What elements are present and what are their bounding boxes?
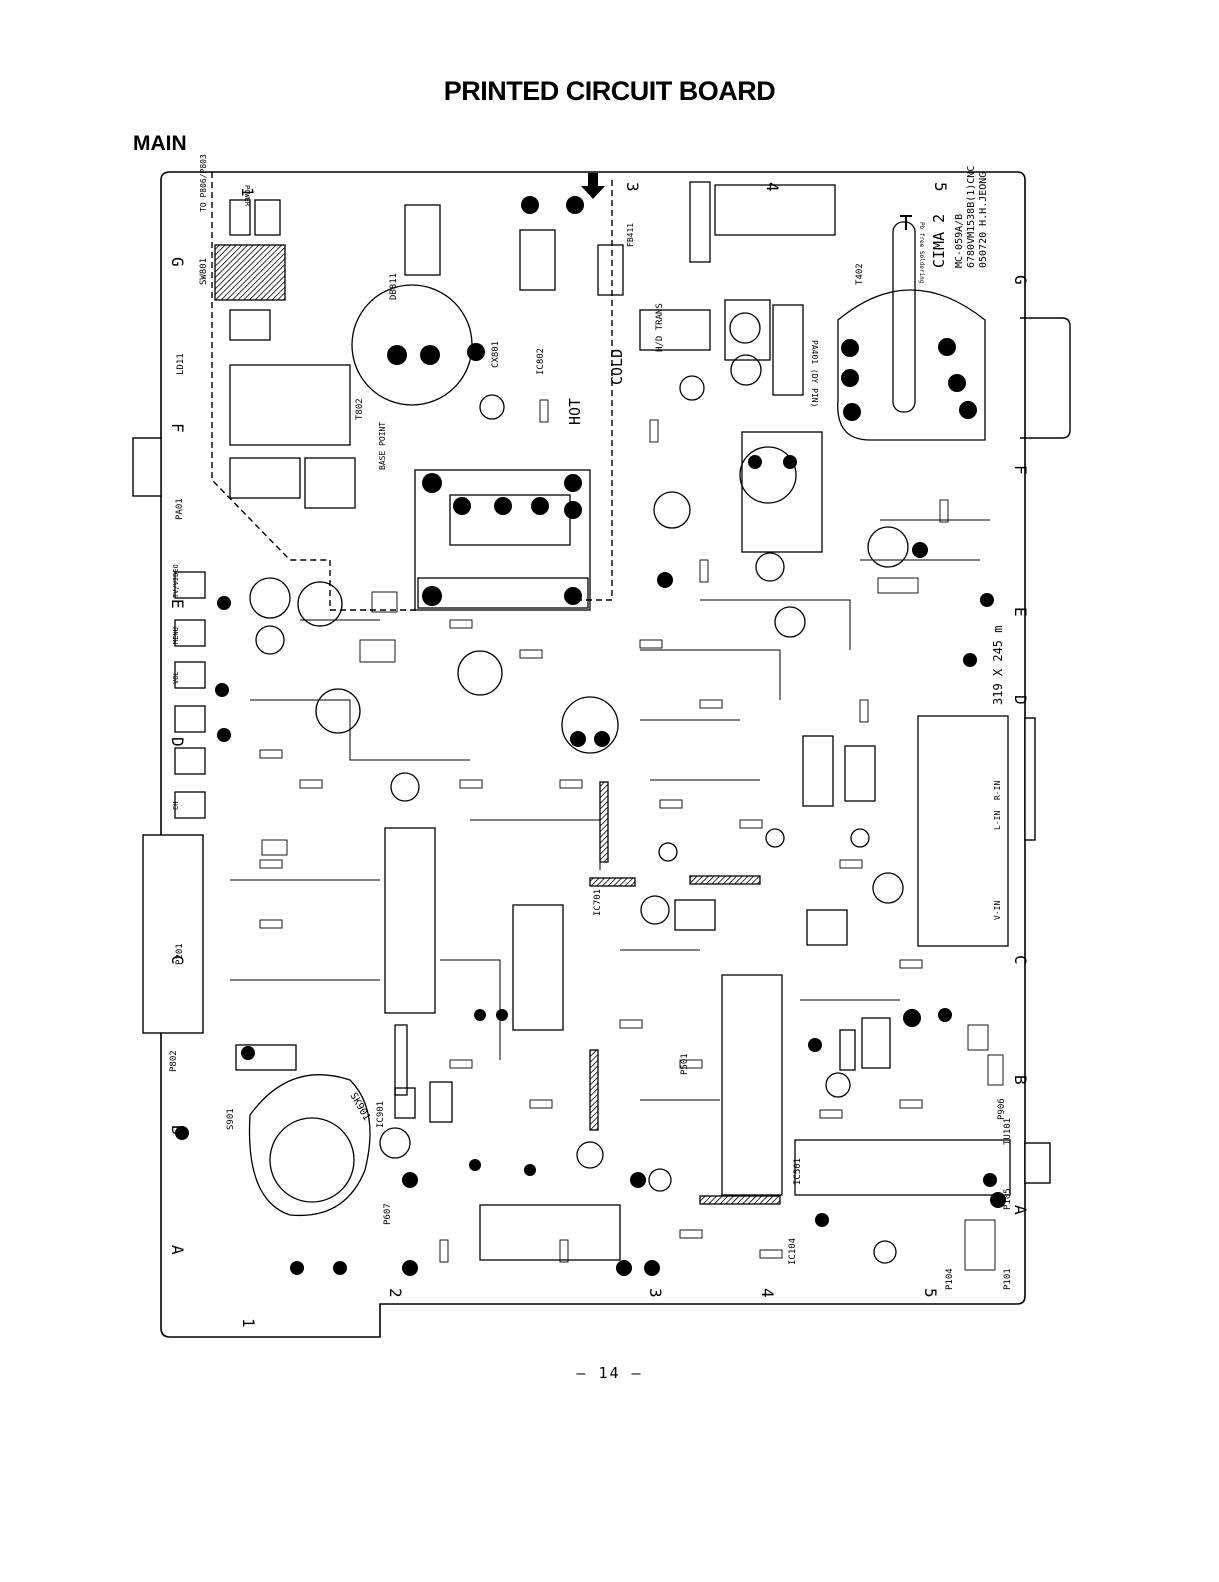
signal-section (384, 715, 1011, 1205)
label-p201: P201 (175, 943, 185, 965)
front-buttons (174, 199, 286, 819)
label-hot: HOT (566, 398, 584, 425)
right-av-jack (1024, 717, 1036, 841)
label-power: POWER (243, 185, 251, 207)
rotary-selector (248, 1074, 371, 1217)
grid-numbers-bottom: 1 2 3 4 5 (239, 1288, 940, 1328)
label-menu: MENU (172, 627, 180, 644)
pb-free-icon (900, 215, 912, 230)
grid-number-top: 5 (931, 182, 950, 192)
label-v-in: V-IN (993, 901, 1002, 920)
label-l-in: L-IN (993, 811, 1002, 830)
label-sw801: SW801 (199, 258, 209, 285)
label-sk901: SK901 (347, 1091, 372, 1123)
label-p802: P802 (169, 1050, 179, 1072)
small-components (259, 399, 1004, 1271)
grid-letter-left: E (168, 599, 187, 609)
model-line-4: 050720 H.H.JEONG (978, 172, 989, 268)
board-size: 319 X 245 m (991, 626, 1005, 705)
label-r-in: R-IN (993, 781, 1002, 800)
crt-socket-outline (1020, 317, 1071, 439)
left-connector (132, 437, 162, 497)
label-tu101: TU101 (1003, 1118, 1013, 1145)
grid-letter-left: B (168, 1125, 187, 1135)
board-outline (160, 171, 1026, 1338)
label-tv-video: TV/VIDEO (172, 564, 180, 598)
grid-letter-right: A (1011, 1205, 1030, 1215)
grid-letter-right: E (1011, 607, 1030, 617)
grid-letter-left: A (168, 1245, 187, 1255)
grid-letters-left: G F E D C B A (168, 257, 187, 1255)
label-hd-trans: H/D TRANS (655, 303, 665, 352)
label-ic104: IC104 (788, 1238, 798, 1265)
model-line-1: CIMA 2 (930, 214, 948, 268)
isolation-boundary (211, 172, 613, 611)
label-p501: P501 (680, 1053, 690, 1075)
label-cx801: CX801 (491, 341, 501, 368)
label-s901: S901 (226, 1108, 236, 1130)
label-p101: P101 (1003, 1268, 1013, 1290)
grid-letter-left: D (168, 737, 187, 747)
model-line-2: MC-059A/B (954, 214, 965, 268)
grid-letter-right: F (1011, 465, 1030, 475)
page-title: PRINTED CIRCUIT BOARD (443, 76, 776, 106)
grid-letter-right: B (1011, 1075, 1030, 1085)
page-number: – 14 – (576, 1364, 643, 1382)
grid-letter-right: D (1011, 695, 1030, 705)
grid-number-bottom: 3 (646, 1288, 665, 1298)
label-t802: T802 (355, 398, 365, 420)
grid-number-top: 4 (763, 182, 782, 192)
label-to-p806: TO P806/P803 (199, 154, 208, 212)
power-section (229, 204, 624, 611)
label-base-point: BASE POINT (378, 422, 387, 470)
label-db811: DB811 (389, 273, 399, 300)
copper-traces (230, 519, 990, 1101)
right-tuner-tab (1024, 1142, 1051, 1184)
grid-letter-left: F (168, 423, 187, 433)
sound-section (235, 1024, 621, 1261)
label-ic501: IC501 (793, 1158, 803, 1185)
grid-number-bottom: 4 (758, 1288, 777, 1298)
label-fb411: FB411 (626, 223, 635, 247)
label-pa01: PA01 (175, 498, 185, 520)
label-ic701: IC701 (593, 889, 603, 916)
label-p104: P104 (945, 1268, 955, 1290)
grid-numbers-top: 1 3 4 5 (238, 182, 950, 197)
page-subtitle: MAIN (133, 132, 187, 155)
grid-number-bottom: 5 (921, 1288, 940, 1298)
grid-letter-left: G (168, 257, 187, 267)
label-p906: P906 (997, 1098, 1007, 1120)
model-info: CIMA 2 MC-059A/B 6780VM1538B(1)CNC 05072… (930, 166, 1005, 705)
label-p105: P105 (1003, 1188, 1013, 1210)
grid-number-top: 1 (238, 187, 257, 197)
grid-number-bottom: 2 (386, 1288, 405, 1298)
grid-letter-right: C (1011, 955, 1030, 965)
label-vol: VOL (172, 671, 180, 684)
component-pads (175, 196, 1006, 1276)
label-p607: P607 (383, 1203, 393, 1225)
grid-number-bottom: 1 (239, 1318, 258, 1328)
label-ld11: LD11 (176, 353, 186, 375)
label-t402: T402 (855, 263, 865, 285)
left-scart (142, 834, 204, 1034)
model-line-3: 6780VM1538B(1)CNC (966, 166, 977, 268)
grid-letter-left: C (168, 955, 187, 965)
label-pa401: PA401 (DY PIN) (810, 340, 819, 407)
label-ch: CH (172, 802, 180, 810)
flyback-section (639, 181, 986, 553)
label-pb-free: Pb free Soldering (918, 222, 925, 284)
grid-number-top: 3 (623, 182, 642, 192)
label-cold: COLD (608, 349, 626, 385)
electrolytic-capacitors (249, 312, 909, 1264)
label-ic802: IC802 (536, 348, 546, 375)
component-labels: COLD HOT H/D TRANS BASE POINT PA401 (DY … (169, 154, 1013, 1290)
feed-arrow-icon (581, 173, 605, 199)
grid-letter-right: G (1011, 275, 1030, 285)
label-ic901: IC901 (376, 1101, 386, 1128)
grid-letters-right: G F E D C B A (1011, 275, 1030, 1215)
